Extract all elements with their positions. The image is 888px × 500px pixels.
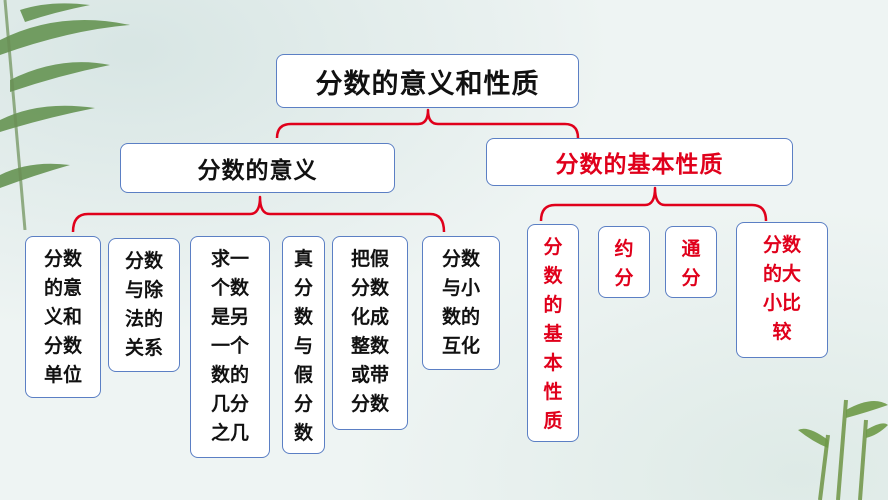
- leaf-meaning-unit: 分数 的意 义和 分数 单位: [25, 236, 101, 398]
- branch-property-node: 分数的基本性质: [486, 138, 793, 186]
- branch-property-label: 分数的基本性质: [555, 151, 724, 178]
- root-node: 分数的意义和性质: [276, 54, 579, 108]
- leaf-text: 分数 的意 义和 分数 单位: [43, 248, 82, 386]
- leaf-text: 分数 与小 数的 互化: [441, 248, 480, 357]
- leaf-text: 分数 的大 小比 较: [762, 234, 801, 343]
- leaf-text: 分 数 的 基 本 性 质: [543, 236, 563, 432]
- leaf-text: 约 分: [614, 238, 634, 289]
- leaf-fraction-of-number: 求一 个数 是另 一个 数的 几分 之几: [190, 236, 270, 458]
- bamboo-top-left-icon: [0, 0, 130, 230]
- root-label: 分数的意义和性质: [315, 68, 540, 100]
- leaf-text: 求一 个数 是另 一个 数的 几分 之几: [210, 248, 249, 444]
- leaf-reduce: 约 分: [598, 226, 650, 298]
- leaf-text: 通 分: [681, 238, 701, 289]
- leaf-improper-convert: 把假 分数 化成 整数 或带 分数: [332, 236, 408, 430]
- branch-meaning-node: 分数的意义: [120, 143, 395, 193]
- branch-meaning-label: 分数的意义: [197, 157, 318, 184]
- leaf-text: 分数 与除 法的 关系: [124, 250, 163, 359]
- leaf-fraction-division: 分数 与除 法的 关系: [108, 238, 180, 372]
- bamboo-bottom-right-icon: [798, 399, 888, 500]
- leaf-common-denominator: 通 分: [665, 226, 717, 298]
- leaf-text: 把假 分数 化成 整数 或带 分数: [350, 248, 389, 415]
- leaf-proper-improper: 真 分 数 与 假 分 数: [282, 236, 325, 454]
- leaf-compare-size: 分数 的大 小比 较: [736, 222, 828, 358]
- leaf-text: 真 分 数 与 假 分 数: [293, 248, 313, 444]
- leaf-fraction-decimal: 分数 与小 数的 互化: [422, 236, 500, 370]
- leaf-basic-property: 分 数 的 基 本 性 质: [527, 224, 579, 442]
